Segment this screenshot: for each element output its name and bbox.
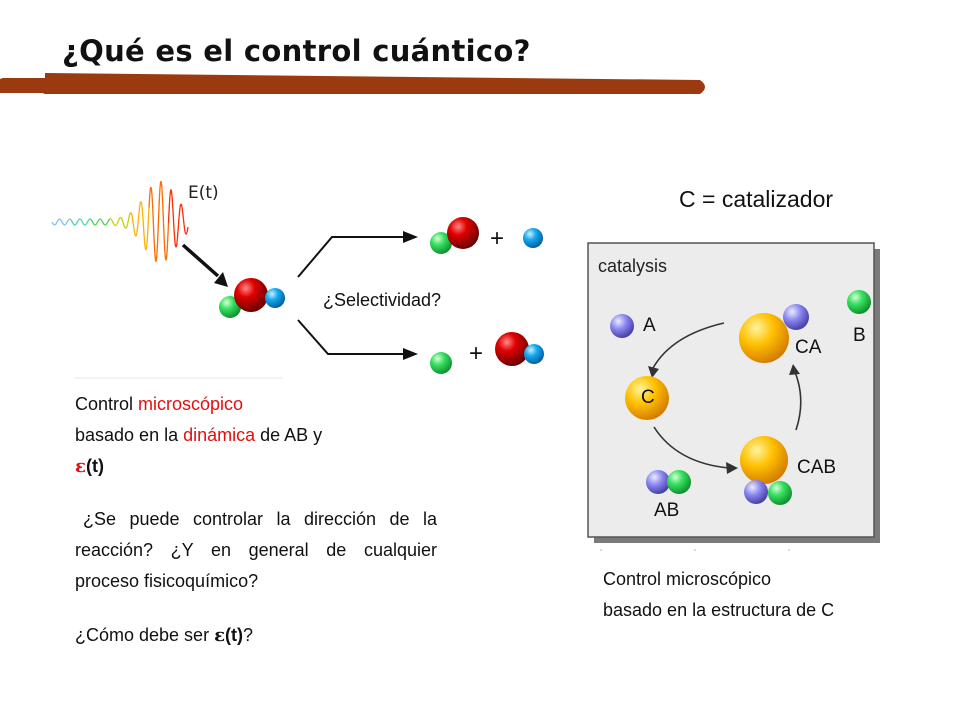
label-C: C (641, 387, 655, 408)
caption-line-2: basado en la estructura de C (603, 600, 835, 620)
molecule-B (847, 290, 871, 314)
line-epsilon: ε(t) (75, 451, 435, 482)
text-como-debe: ¿Cómo debe ser (75, 625, 215, 645)
title-underline (0, 73, 705, 94)
text-question-mark: ? (243, 625, 254, 645)
label-AB: AB (654, 500, 680, 521)
product-bottom (430, 332, 544, 374)
label-CA: CA (795, 337, 822, 358)
text-control: Control (75, 394, 139, 414)
catalyst-heading: C = catalizador (679, 186, 834, 212)
label-CAB: CAB (797, 457, 837, 478)
label-B: B (853, 325, 866, 346)
text-dinamica: dinámica (183, 425, 256, 445)
product-top (430, 217, 543, 254)
pulse-arrow (181, 243, 220, 278)
laser-pulse-wave (51, 180, 189, 262)
catalyst-C (625, 376, 669, 420)
text-t: (t) (85, 456, 104, 476)
line-control-microscopic: Control microscópico (75, 389, 435, 420)
caption-line-1: Control microscópico (603, 569, 772, 589)
branch-arrow-top (297, 236, 405, 278)
line-dynamics: basado en la dinámica de AB y (75, 420, 435, 451)
epsilon-question: ¿Cómo debe ser ε(t)? (75, 620, 253, 651)
selectivity-question: ¿Selectividad? (323, 290, 442, 310)
text-basado: basado en la (75, 425, 184, 445)
complex-CA (739, 304, 809, 363)
label-A: A (643, 315, 656, 336)
text-t-2: (t) (225, 625, 243, 645)
plus-sign-bottom: + (469, 340, 484, 367)
epsilon-symbol-2: ε (214, 625, 226, 646)
page-title: ¿Qué es el control cuántico? (62, 34, 531, 68)
left-text-block: Control microscópico basado en la dinámi… (75, 389, 435, 482)
pulse-label: E(t) (188, 183, 219, 203)
text-microscopico: microscópico (138, 394, 244, 414)
complex-CAB (740, 436, 792, 505)
molecule-AB (646, 470, 691, 494)
text-de-ab: de AB y (255, 425, 323, 445)
question-paragraph: ¿Se puede controlar la dirección de la r… (75, 509, 437, 591)
initial-molecule (219, 278, 285, 318)
molecule-A (610, 314, 634, 338)
plus-sign-top: + (490, 225, 505, 252)
branch-arrow-bottom (297, 319, 405, 355)
catalyst-caption: Control microscópico basado en la estruc… (603, 564, 834, 626)
panel-title: catalysis (598, 256, 668, 276)
epsilon-symbol: ε (75, 456, 86, 477)
